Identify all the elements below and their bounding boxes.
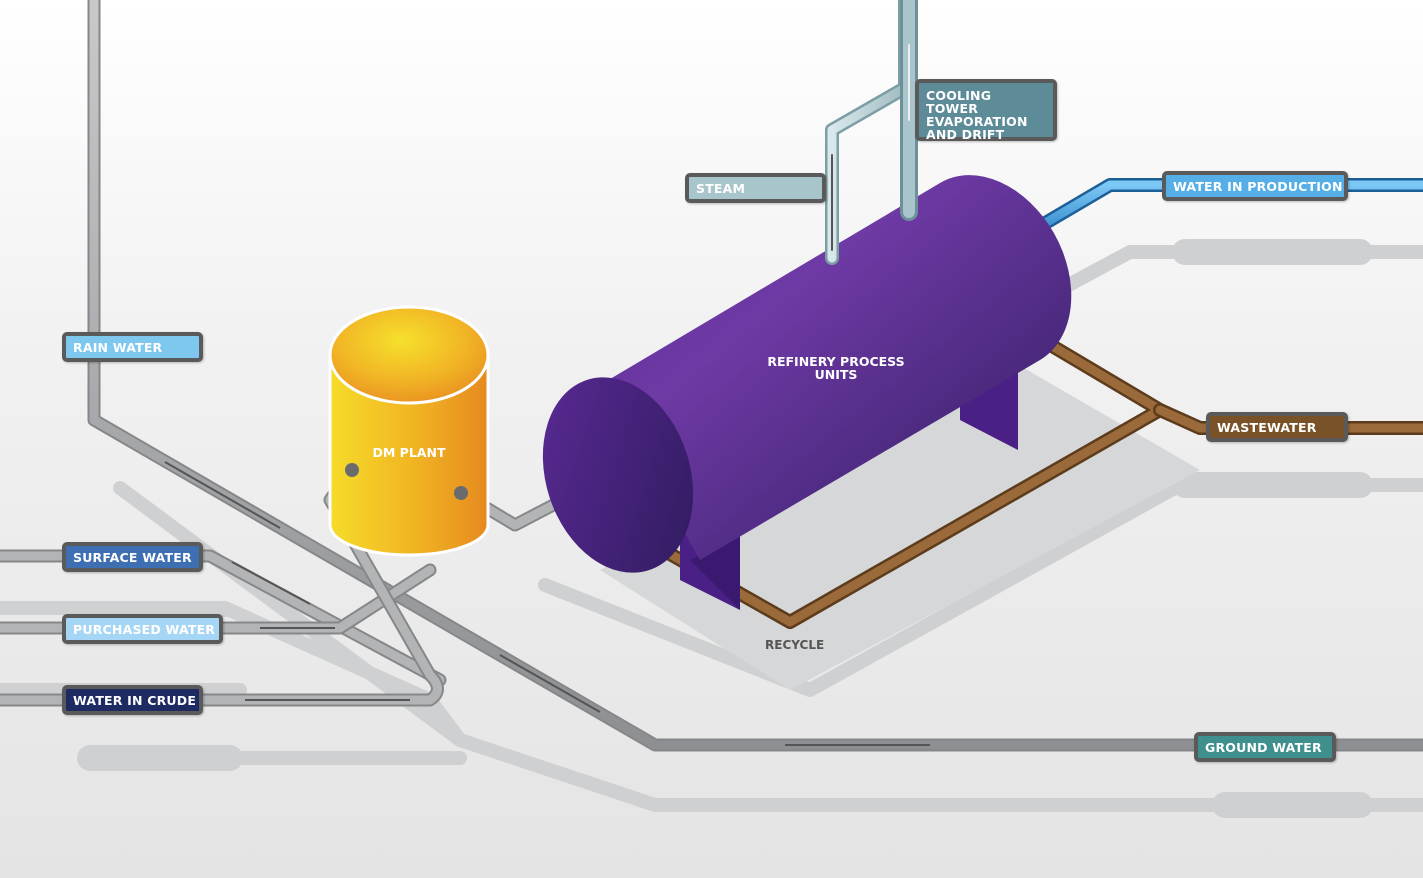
cooling-tower-label: COOLING TOWER EVAPORATION AND DRIFT [915,79,1057,141]
surface-water-label: SURFACE WATER [62,542,203,572]
water-in-production-label: WATER IN PRODUCTION [1162,171,1348,201]
ground-water-label: GROUND WATER [1194,732,1336,762]
wastewater-label: WASTEWATER [1206,412,1348,442]
grey-pipes [0,0,1423,752]
purchased-water-label: PURCHASED WATER [62,614,223,644]
ground-shadows [0,239,1423,818]
flow-arrows [164,461,930,746]
rain-water-label: RAIN WATER [62,332,203,362]
dm-plant-nozzles [345,463,468,500]
steam-label: STEAM [685,173,826,203]
steam-pipe [825,0,918,265]
drum-shadow [600,360,1200,690]
dm-plant-tank [328,305,490,557]
water-in-crude-label: WATER IN CRUDE [62,685,203,715]
dm-plant-label: DM PLANT [372,445,446,460]
refinery-process-units-label: REFINERY PROCESS UNITS [767,354,905,382]
recycle-label: RECYCLE [765,638,825,652]
refinery-drum [542,175,1072,610]
